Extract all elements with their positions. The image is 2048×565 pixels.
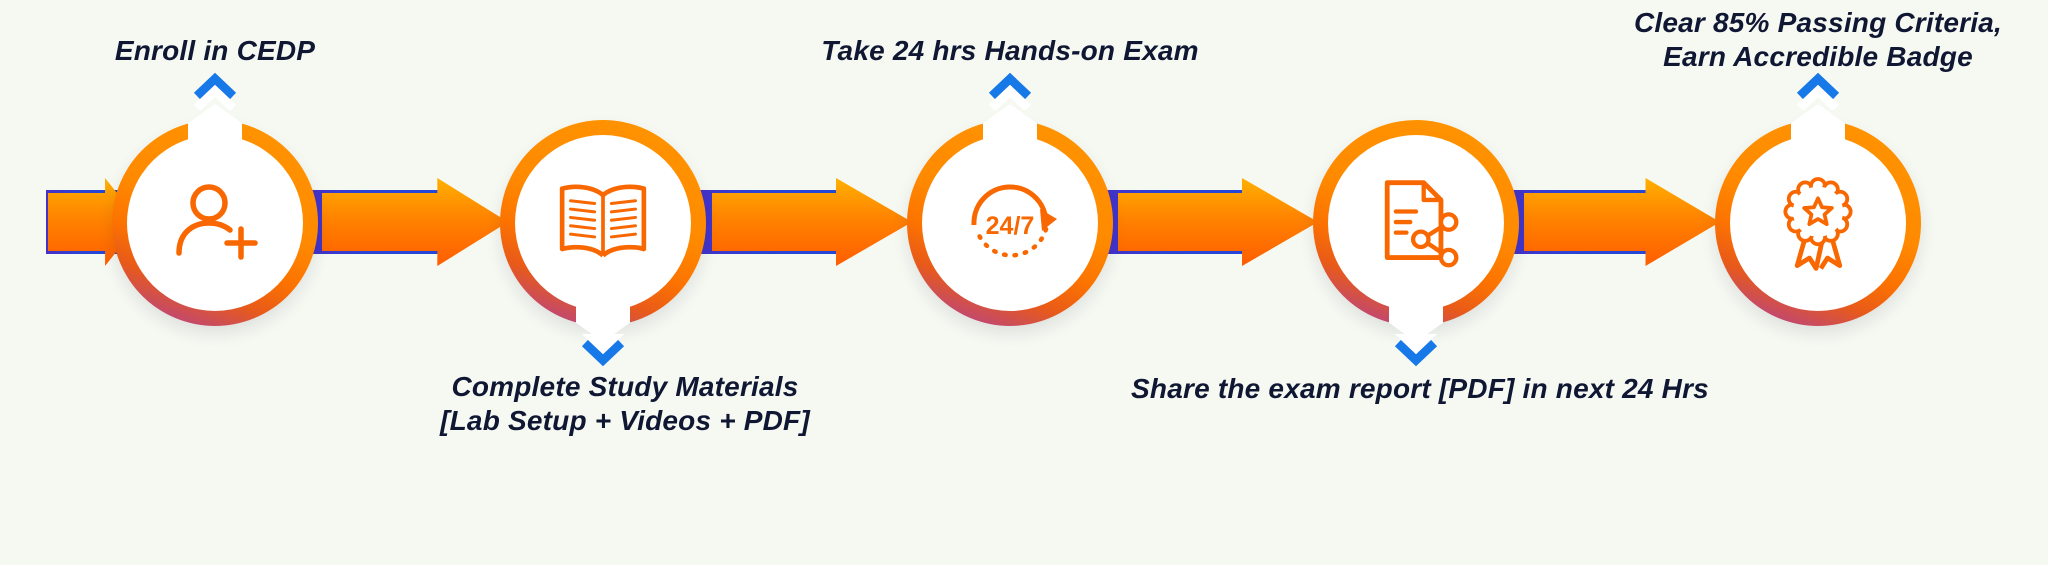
circle-notch <box>1791 104 1845 152</box>
24-7-text: 24/7 <box>986 212 1035 240</box>
step-circle-report <box>1313 120 1519 326</box>
step-circle-inner <box>127 135 303 311</box>
24-7-clock-icon: 24/7 <box>971 184 1057 258</box>
step-circle-inner <box>1730 135 1906 311</box>
step-circle-inner: 24/7 <box>922 135 1098 311</box>
circle-notch <box>983 104 1037 152</box>
chevron-up-icon <box>1796 72 1840 110</box>
circle-notch <box>188 104 242 152</box>
step-label-enroll: Enroll in CEDP <box>114 35 316 66</box>
open-book-icon <box>559 184 647 258</box>
step-circle-study <box>500 120 706 326</box>
step-circle-exam: 24/7 <box>907 120 1113 326</box>
step-label-study: Complete Study Materials [Lab Setup + Vi… <box>440 371 810 437</box>
step-label-exam: Take 24 hrs Hands-on Exam <box>821 35 1199 66</box>
step-label-badge: Clear 85% Passing Criteria, Earn Accredi… <box>1633 7 2003 73</box>
step-circle-enroll <box>112 120 318 326</box>
step-circle-inner <box>515 135 691 311</box>
chevron-down-icon <box>581 334 625 367</box>
badge-star-icon <box>1783 177 1853 271</box>
chevron-up-icon <box>193 72 237 110</box>
report-share-icon <box>1384 180 1459 268</box>
chevron-down-icon <box>1394 334 1438 367</box>
chevron-up-icon <box>988 72 1032 110</box>
step-circle-inner <box>1328 135 1504 311</box>
user-plus-icon <box>176 184 258 260</box>
step-label-report: Share the exam report [PDF] in next 24 H… <box>1131 373 1709 404</box>
step-circle-badge <box>1715 120 1921 326</box>
